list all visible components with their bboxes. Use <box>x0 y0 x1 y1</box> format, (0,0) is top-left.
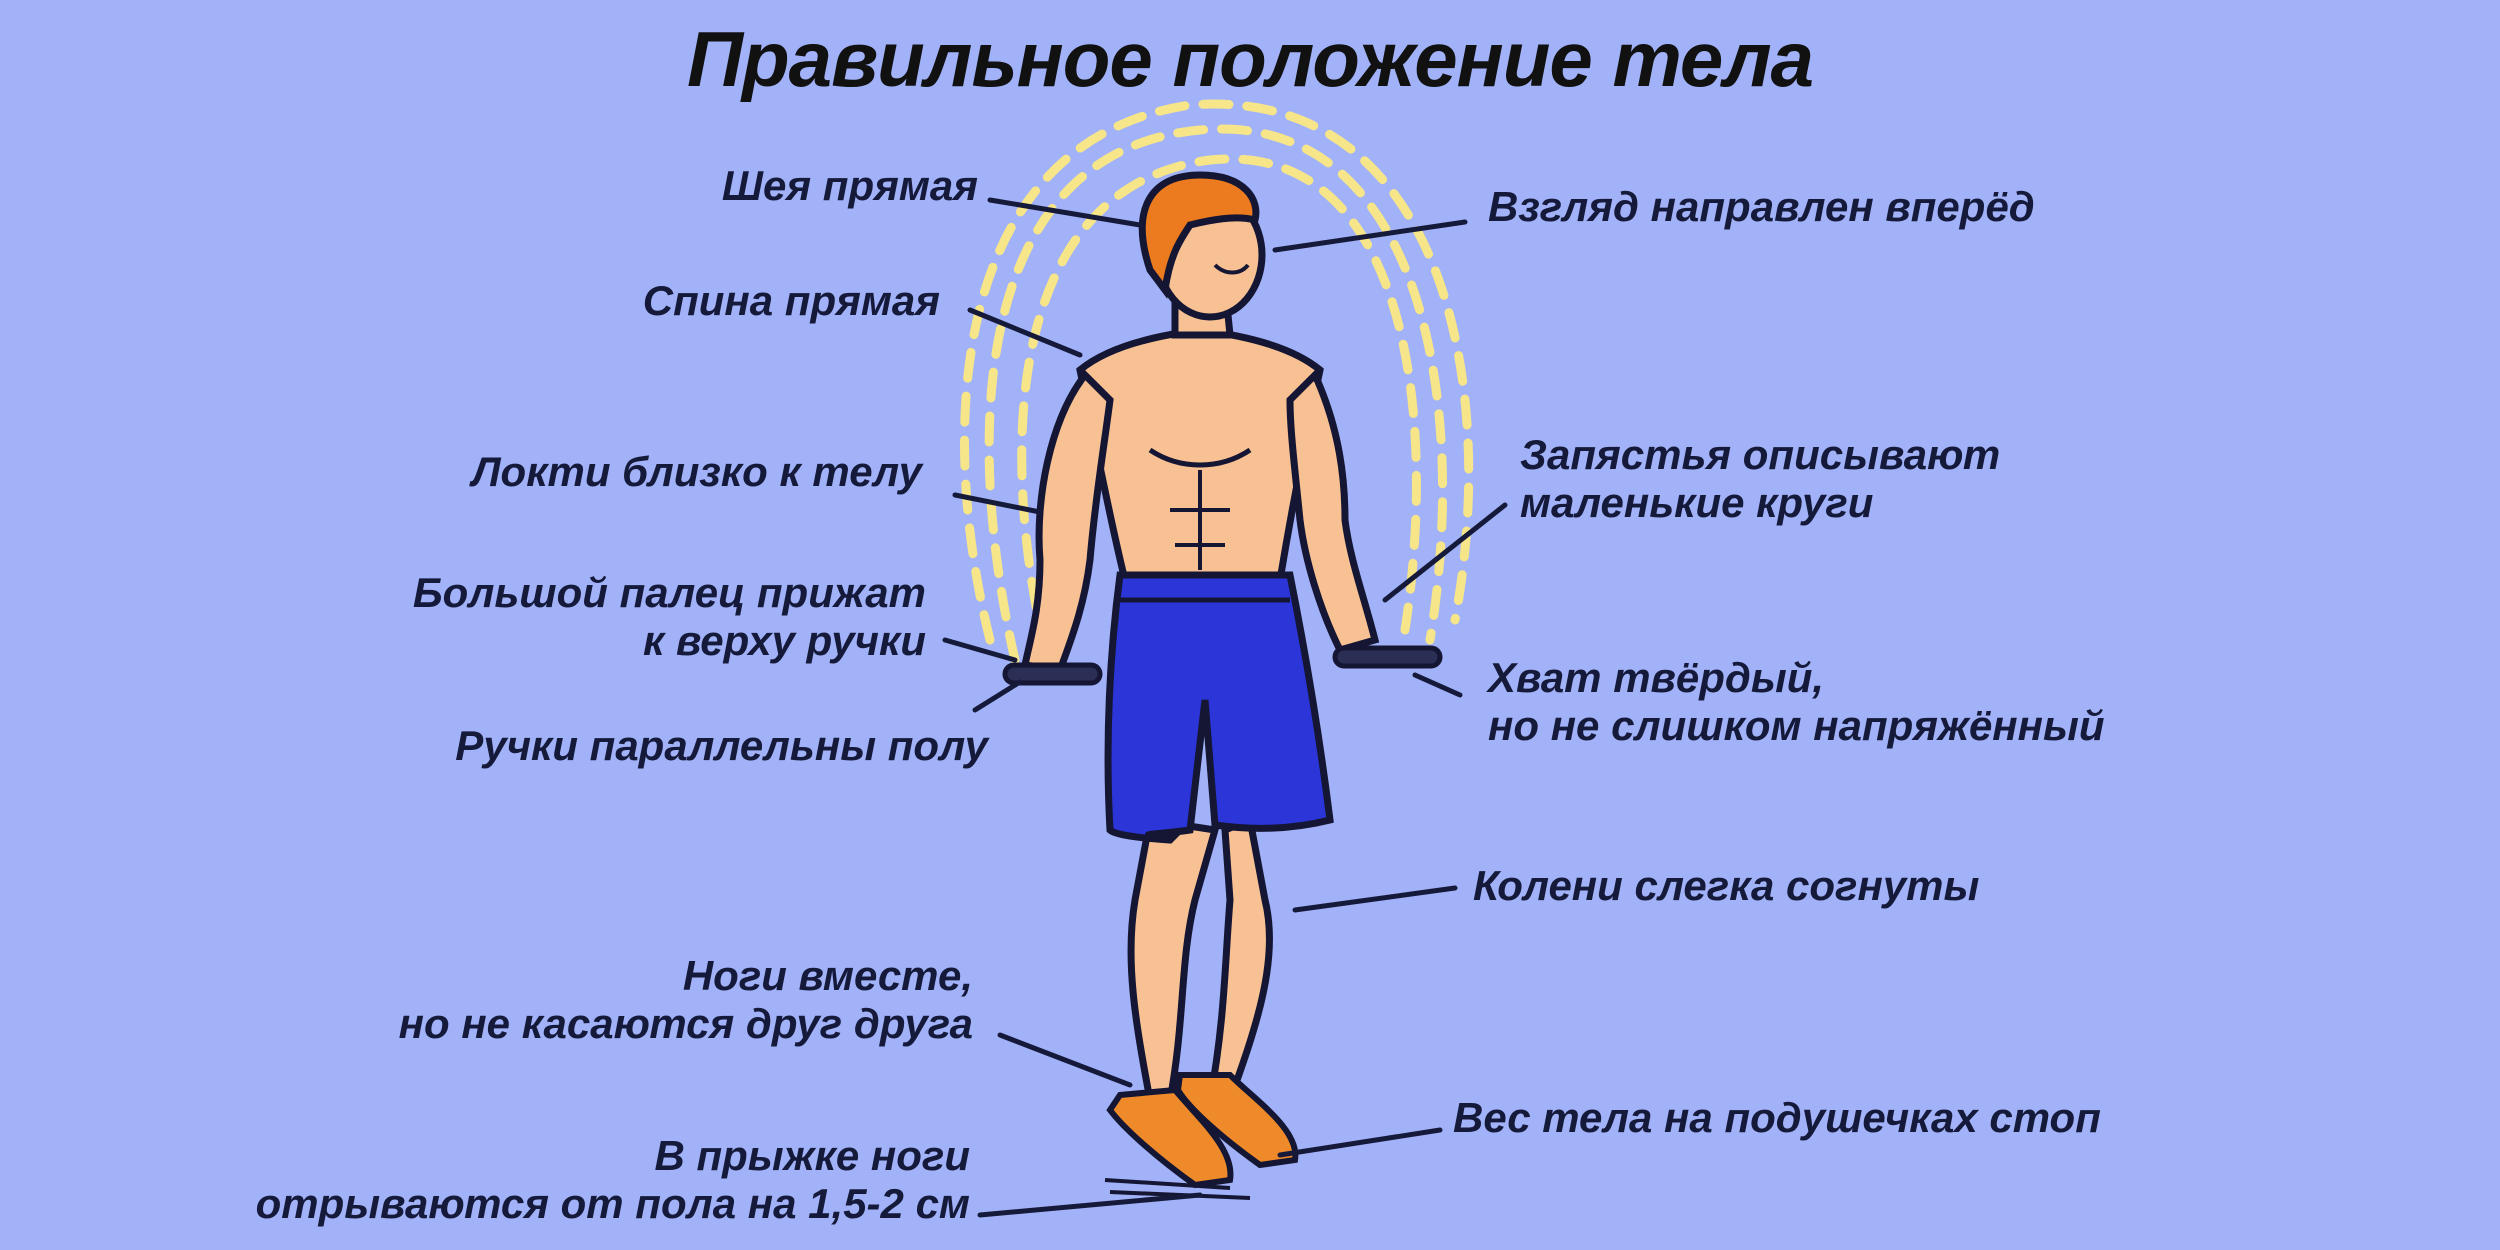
label-knees: Колени слегка согнуты <box>1473 862 1980 909</box>
label-wrists: Запястья описывают маленькие круги <box>1520 431 2000 527</box>
label-grip-line1: Хват твёрдый, <box>1488 654 1825 701</box>
label-jump-line2: отрываются от пола на 1,5-2 см <box>255 1180 970 1227</box>
label-feet-line1: Ноги вместе, <box>682 952 973 999</box>
page-title: Правильное положение тела <box>686 15 1814 103</box>
label-neck: Шея прямая <box>721 162 978 209</box>
torso <box>1076 326 1324 584</box>
label-weight: Вес тела на подушечках стоп <box>1453 1094 2101 1141</box>
leader-lines <box>942 197 1508 1218</box>
head <box>1138 171 1266 339</box>
arms <box>1020 368 1380 674</box>
label-feet-line2: но не касаются друг друга <box>398 1000 973 1047</box>
legs <box>1127 815 1274 1104</box>
shoes <box>1104 1072 1299 1200</box>
label-grip-line2: но не слишком напряжённый <box>1488 702 2105 749</box>
label-jump-line1: В прыжке ноги <box>654 1132 970 1179</box>
label-thumb-line2: к верху ручки <box>643 617 926 664</box>
label-gaze: Взгляд направлен вперёд <box>1488 183 2035 230</box>
shorts <box>1104 571 1334 844</box>
rope-handles <box>1002 645 1443 686</box>
label-jump: В прыжке ноги отрываются от пола на 1,5-… <box>256 1132 970 1228</box>
label-elbows: Локти близко к телу <box>471 448 922 495</box>
label-handles: Ручки параллельны полу <box>455 722 988 769</box>
jump-rope <box>959 99 1474 665</box>
label-wrists-line1: Запястья описывают <box>1520 431 2001 478</box>
label-wrists-line2: маленькие круги <box>1520 479 1874 526</box>
label-grip: Хват твёрдый, но не слишком напряжённый <box>1488 654 2105 750</box>
label-thumb-line1: Большой палец прижат <box>412 569 926 616</box>
label-thumb: Большой палец прижат к верху ручки <box>413 569 926 665</box>
label-back: Спина прямая <box>642 277 940 324</box>
label-feet: Ноги вместе, но не касаются друг друга <box>399 952 973 1048</box>
